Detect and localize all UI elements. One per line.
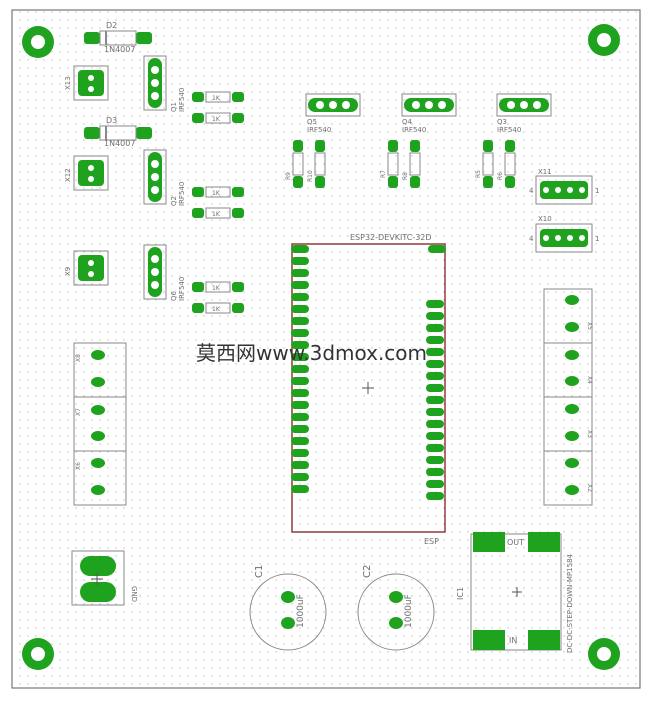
- power-terminal-x14: GND: [71, 550, 138, 606]
- resistor-pair-left-1: 1K 1K: [192, 91, 244, 124]
- mosfet-q4-label: Q4: [402, 118, 413, 126]
- capacitor-c2-value: 1000uF: [404, 594, 414, 628]
- capacitor-c2-label: C2: [362, 565, 373, 578]
- mosfet-q1-part: IRF540: [178, 88, 186, 112]
- mosfet-q5-part: IRF540: [307, 126, 331, 134]
- pin-4-label: 4: [529, 235, 534, 243]
- terminal-x13: X13: [64, 65, 109, 101]
- dcdc-module-ic1: OUT IN IC1 DC-DC-STEP-DOWN-MP1584: [456, 532, 574, 653]
- watermark-text: 莫西网www.3dmox.com: [196, 341, 427, 365]
- mosfet-q1-label: Q1: [170, 102, 178, 112]
- terminal-x13-label: X13: [64, 76, 72, 90]
- esp32-outline: [291, 243, 446, 533]
- resistor-pair-top-3: R5 R6: [475, 140, 516, 188]
- terminal-x9: X9: [64, 250, 109, 286]
- mosfet-q4-part: IRF540: [402, 126, 426, 134]
- resistor-r5-label: R5: [475, 170, 482, 178]
- mounting-hole: [588, 24, 620, 56]
- capacitor-c1-label: C1: [254, 565, 265, 578]
- mosfet-q6: Q6 IRF540: [143, 244, 186, 301]
- header-x10-label: X10: [538, 215, 552, 223]
- mosfet-q2-label: Q2: [170, 196, 178, 206]
- mosfet-q5: Q5 IRF540: [305, 93, 361, 134]
- resistor-value: 1K: [212, 95, 221, 102]
- mosfet-q4: Q4 IRF540: [401, 93, 457, 134]
- resistor-pair-top-2: R7 R8: [380, 140, 421, 188]
- esp32-module: ESP32-DEVKITC-32D ESP: [291, 233, 446, 546]
- mosfet-q2-part: IRF540: [178, 182, 186, 206]
- terminal-x3: X3: [543, 396, 593, 452]
- resistor-r6-label: R6: [497, 172, 504, 180]
- resistor-value: 1K: [212, 116, 221, 123]
- capacitor-c1: C1 1000uF: [249, 565, 327, 651]
- gnd-label: GND: [130, 586, 138, 602]
- capacitor-c2: C2 1000uF: [357, 565, 435, 651]
- header-x11-label: X11: [538, 168, 552, 176]
- dcdc-in-label: IN: [509, 636, 517, 645]
- dcdc-ic1-label: IC1: [456, 587, 465, 600]
- resistor-r8-label: R8: [402, 172, 409, 180]
- esp32-left-pins: [291, 245, 309, 493]
- pin-1-label: 1: [595, 235, 599, 243]
- resistor-r7-label: R7: [380, 170, 387, 178]
- diode-d3: D3 1N4007: [84, 116, 152, 148]
- board-outline: [11, 9, 641, 689]
- resistor-pair-top-1: R9 R10: [285, 140, 326, 188]
- resistor-pair-left-2: 1K 1K: [192, 186, 244, 219]
- resistor-r10-label: R10: [307, 170, 314, 182]
- dcdc-part-label: DC-DC-STEP-DOWN-MP1584: [566, 553, 574, 653]
- mosfet-q5-label: Q5: [307, 118, 317, 126]
- diode-d2-part: 1N4007: [104, 45, 135, 54]
- diode-d2-label: D2: [106, 21, 117, 30]
- resistor-r9-label: R9: [285, 172, 292, 180]
- mounting-hole: [588, 638, 620, 670]
- mosfet-q1: Q1 IRF540: [143, 55, 186, 112]
- diode-d2: D2 1N4007: [84, 21, 152, 54]
- terminal-x12-label: X12: [64, 168, 72, 182]
- resistor-value: 1K: [212, 306, 221, 313]
- terminal-x6-label: X6: [75, 462, 82, 470]
- terminal-x2-label: X2: [586, 484, 593, 492]
- resistor-value: 1K: [212, 211, 221, 218]
- pin-1-label: 1: [595, 187, 599, 195]
- esp32-name: ESP: [424, 537, 439, 546]
- terminal-x8-label: X8: [75, 354, 82, 362]
- terminal-x7-label: X7: [75, 408, 82, 416]
- header-x10: X10 4 1: [529, 215, 599, 253]
- resistor-pair-left-3: 1K 1K: [192, 281, 244, 314]
- terminal-x2: X2: [543, 450, 593, 506]
- mosfet-q2: Q2 IRF540: [143, 149, 186, 206]
- mounting-hole: [22, 638, 54, 670]
- terminal-x5-label: X5: [586, 322, 593, 330]
- mounting-hole: [22, 26, 54, 58]
- terminal-x4-label: X4: [586, 376, 593, 384]
- terminal-x6: X6: [73, 450, 127, 506]
- esp32-title: ESP32-DEVKITC-32D: [350, 233, 432, 242]
- mosfet-q6-label: Q6: [170, 290, 178, 301]
- mosfet-q3-part: IRF540: [497, 126, 521, 134]
- terminal-x12: X12: [64, 155, 109, 191]
- mosfet-q3-label: Q3: [497, 118, 507, 126]
- terminal-x8: X8: [73, 342, 127, 398]
- esp32-right-pins: [426, 245, 446, 500]
- terminal-x7: X7: [73, 396, 127, 452]
- mosfet-q3: Q3 IRF540: [496, 93, 552, 134]
- capacitor-c1-value: 1000uF: [296, 594, 306, 628]
- mosfet-q6-part: IRF540: [178, 277, 186, 301]
- terminal-x9-label: X9: [64, 267, 72, 276]
- resistor-value: 1K: [212, 190, 221, 197]
- resistor-value: 1K: [212, 285, 221, 292]
- terminal-x3-label: X3: [586, 430, 593, 438]
- diode-d3-label: D3: [106, 116, 117, 125]
- pin-4-label: 4: [529, 187, 534, 195]
- header-x11: X11 4 1: [529, 168, 599, 205]
- diode-d3-part: 1N4007: [104, 139, 135, 148]
- dcdc-out-label: OUT: [507, 538, 524, 547]
